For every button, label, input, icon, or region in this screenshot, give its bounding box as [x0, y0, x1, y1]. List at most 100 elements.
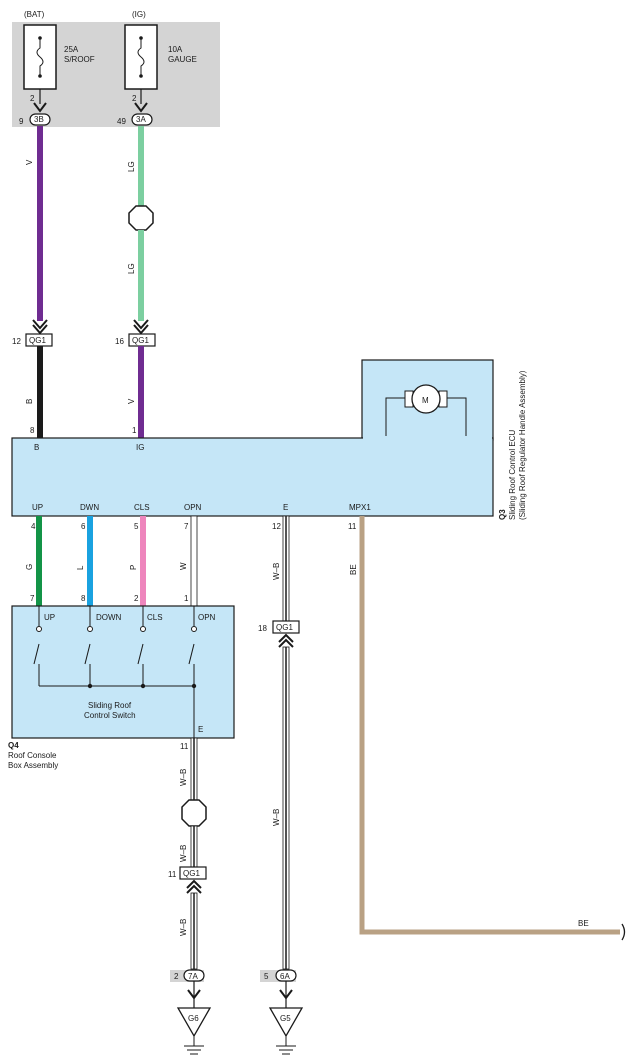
fuse-bat-pin: 2 [30, 94, 35, 103]
ecu-terminal-dwn: DWN [80, 503, 99, 512]
ground-g5-label: G5 [280, 1014, 291, 1023]
ecu-pin-b-num: 8 [30, 426, 35, 435]
fuse-ig-name: GAUGE [168, 55, 197, 64]
ecu-pin-ig-num: 1 [132, 426, 137, 435]
wire-lg-bottom-label: LG [127, 263, 136, 274]
motor-icon [411, 384, 441, 414]
svg-text:QG1: QG1 [132, 336, 149, 345]
fuse-ig-pin: 2 [132, 94, 137, 103]
wire-v-label: V [127, 398, 136, 404]
fuse-bat-name: S/ROOF [64, 55, 95, 64]
wire-l [87, 516, 93, 606]
svg-text:5: 5 [134, 522, 139, 531]
ecu-terminal-up: UP [32, 503, 43, 512]
wire-b-label: B [25, 399, 34, 404]
fuse-bat-rating: 25A [64, 45, 79, 54]
ecu-subname: (Sliding Roof Regulator Handle Assembly) [518, 370, 527, 520]
svg-text:W–B: W–B [272, 563, 281, 580]
ecu-box [11, 437, 494, 517]
svg-text:2: 2 [174, 972, 179, 981]
qg1-b-pin: 12 [12, 337, 21, 346]
svg-text:QG1: QG1 [276, 623, 293, 632]
svg-text:3B: 3B [34, 115, 44, 124]
switch-ground-terminal: E [198, 725, 203, 734]
ecu-terminal-cls: CLS [134, 503, 150, 512]
qg1-q4-box [179, 866, 207, 880]
svg-text:5: 5 [264, 972, 269, 981]
svg-text:12: 12 [272, 522, 281, 531]
fuse-ig-rating: 10A [168, 45, 183, 54]
svg-text:W: W [179, 562, 188, 570]
wire-v-top-label: V [25, 159, 34, 165]
svg-text:L: L [76, 565, 85, 570]
svg-text:6: 6 [81, 522, 86, 531]
motor-label: M [422, 396, 429, 405]
switch-name-1: Roof Console [8, 751, 57, 760]
qg1-e-box [272, 620, 300, 634]
svg-text:P: P [129, 565, 138, 570]
splice-octagon-top [128, 205, 154, 231]
ecu-terminal-e: E [283, 503, 288, 512]
svg-text:W–B: W–B [272, 809, 281, 826]
svg-text:BE: BE [349, 564, 358, 575]
ecu-name: Sliding Roof Control ECU [508, 430, 517, 520]
switch-label-1: Sliding Roof [88, 701, 132, 710]
svg-text:DOWN: DOWN [96, 613, 122, 622]
switch-contacts [33, 606, 197, 738]
svg-text:11: 11 [348, 522, 357, 531]
svg-text:OPN: OPN [198, 613, 216, 622]
svg-text:8: 8 [81, 594, 86, 603]
fuse-ig-icon [137, 38, 145, 76]
svg-text:6A: 6A [280, 972, 290, 981]
switch-code: Q4 [8, 741, 19, 750]
conn-3a-pin: 49 [117, 117, 126, 126]
svg-text:W–B: W–B [179, 769, 188, 786]
wire-be [359, 516, 620, 935]
conn-3b [29, 113, 51, 126]
conn-3b-pin: 9 [19, 117, 24, 126]
svg-text:11: 11 [180, 742, 189, 751]
splice-octagon-bottom [181, 799, 207, 827]
svg-text:W–B: W–B [179, 919, 188, 936]
switch-name-2: Box Assembly [8, 761, 58, 770]
switch-label-2: Control Switch [84, 711, 136, 720]
switch-box [11, 605, 235, 739]
wire-lg-top [138, 126, 144, 206]
wire-b [37, 346, 43, 438]
ecu-terminal-mpx1: MPX1 [349, 503, 371, 512]
svg-text:1: 1 [184, 594, 189, 603]
wire-lg-bottom [138, 230, 144, 321]
wire-w [190, 515, 198, 607]
qg1-q4-pin: 11 [168, 870, 177, 879]
fuse-ig-source: (IG) [132, 10, 146, 19]
wire-lg-top-label: LG [127, 161, 136, 172]
svg-text:7A: 7A [188, 972, 198, 981]
ecu-terminal-b: B [34, 443, 39, 452]
svg-text:3A: 3A [136, 115, 146, 124]
svg-text:QG1: QG1 [29, 336, 46, 345]
svg-text:W–B: W–B [179, 845, 188, 862]
svg-text:4: 4 [31, 522, 36, 531]
ground-g6-label: G6 [188, 1014, 199, 1023]
ecu-terminal-ig: IG [136, 443, 144, 452]
wire-v [138, 346, 144, 438]
wire-p [140, 516, 146, 606]
fuse-bat-source: (BAT) [24, 10, 45, 19]
svg-text:7: 7 [184, 522, 189, 531]
wire-v-top [37, 126, 43, 321]
qg1-e-pin: 18 [258, 624, 267, 633]
wire-be-right-label: BE [578, 919, 589, 928]
svg-text:G: G [25, 564, 34, 570]
fuse-bat-icon [36, 38, 44, 76]
qg1-v-pin: 16 [115, 337, 124, 346]
ecu-code: Q3 [498, 509, 507, 520]
conn-3a [131, 113, 153, 126]
svg-text:QG1: QG1 [183, 869, 200, 878]
wire-g [36, 516, 42, 606]
ecu-terminal-opn: OPN [184, 503, 202, 512]
svg-text:UP: UP [44, 613, 55, 622]
ground-g6-icon [176, 1007, 212, 1055]
ground-g5-icon [268, 1007, 304, 1055]
svg-text:7: 7 [30, 594, 35, 603]
